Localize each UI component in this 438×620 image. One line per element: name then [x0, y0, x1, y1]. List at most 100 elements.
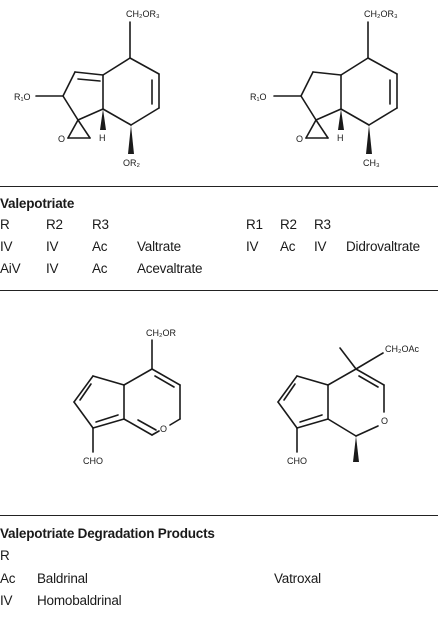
ring-bond [62, 71, 76, 97]
ring-bond [355, 368, 385, 386]
atom-label: H [99, 133, 106, 143]
ring-bond [102, 108, 132, 126]
atom-label: H [337, 133, 344, 143]
substituent-label: R₁O [14, 92, 31, 102]
wedge-bond [338, 109, 344, 130]
double-bond [77, 78, 101, 82]
vatroxal-structure: O CH₂OAc CHO [277, 344, 419, 466]
ring-bond [129, 57, 160, 75]
ring-bond [130, 107, 160, 126]
table-cell: AiV [0, 261, 21, 276]
column-header: R1 [246, 217, 263, 232]
compound-name: Didrovaltrate [346, 239, 420, 254]
ring-bond [340, 57, 369, 76]
column-header: R [0, 548, 10, 563]
compound-name: Homobaldrinal [37, 593, 122, 608]
ring-bond [300, 71, 314, 97]
ring-bond [73, 401, 94, 429]
ring-bond [327, 418, 357, 437]
atom-label: O [160, 424, 167, 434]
baldrinal-structure: O CH₂OR CHO [73, 328, 181, 466]
substituent-label: CH₃ [363, 158, 380, 168]
substituent-label: CHO [83, 456, 103, 466]
double-bond [299, 414, 323, 423]
table-cell: IV [314, 239, 327, 254]
wedge-bond [128, 125, 134, 154]
compound-name: Acevaltrate [137, 261, 203, 276]
ring-bond [123, 368, 153, 386]
ring-bond [77, 119, 91, 139]
ring-bond [151, 430, 160, 436]
divider [0, 515, 438, 516]
ring-bond [296, 418, 329, 429]
ring-bond [355, 425, 379, 437]
substituent-label: CH₂OR [146, 328, 176, 338]
ring-bond [67, 119, 79, 139]
table-cell: IV [46, 239, 59, 254]
ring-bond [169, 418, 181, 426]
ring-bond [315, 108, 342, 121]
substituent-label: CHO [287, 456, 307, 466]
substituent-label: CH₂OR₃ [364, 9, 398, 19]
table-cell: Ac [92, 261, 108, 276]
substituent-label: CH₂OAc [385, 344, 419, 354]
double-bond [283, 383, 296, 401]
column-header: R2 [280, 217, 297, 232]
ring-bond [277, 375, 298, 403]
section-title: Valepotriate [0, 196, 75, 211]
ring-bond [367, 57, 398, 75]
bond [355, 352, 384, 370]
double-bond [137, 419, 157, 431]
substituent-label: CH₂OR₃ [126, 9, 160, 19]
column-header: R3 [314, 217, 331, 232]
divider [0, 290, 438, 291]
double-bond [95, 414, 119, 423]
atom-label: O [381, 416, 388, 426]
ring-bond [92, 375, 125, 386]
table-cell: IV [46, 261, 59, 276]
atom-label: O [58, 134, 65, 144]
ring-bond [123, 418, 153, 436]
table-cell: Ac [0, 571, 16, 586]
bond [339, 347, 357, 370]
substituent-label: R₁O [250, 92, 267, 102]
ring-bond [305, 119, 317, 139]
ring-bond [62, 95, 79, 121]
ring-bond [340, 108, 370, 126]
didrovaltrate-structure: CH₂OR₃ R₁O O H CH₃ [250, 9, 398, 168]
table-cell: IV [0, 593, 13, 608]
column-header: R [0, 217, 10, 232]
table-cell: IV [0, 239, 13, 254]
compound-name: Vatroxal [274, 571, 321, 586]
compound-name: Valtrate [137, 239, 181, 254]
section-title: Valepotriate Degradation Products [0, 526, 215, 541]
ring-bond [327, 368, 357, 386]
table-cell: IV [246, 239, 259, 254]
wedge-bond [100, 109, 106, 130]
valtrate-structure: CH₂OR₃ R₁O O H OR₂ [14, 9, 160, 168]
ring-bond [277, 401, 298, 429]
double-bond [358, 375, 379, 388]
ring-bond [77, 108, 104, 121]
table-cell: Ac [92, 239, 108, 254]
ring-bond [368, 107, 398, 126]
ring-bond [92, 418, 125, 429]
double-bond [79, 383, 92, 401]
wedge-bond [353, 436, 359, 462]
atom-label: O [296, 134, 303, 144]
substituent-label: OR₂ [123, 158, 141, 168]
ring-bond [151, 368, 181, 386]
double-bond [154, 375, 175, 388]
compound-name: Baldrinal [37, 571, 88, 586]
divider [0, 186, 438, 187]
wedge-bond [366, 125, 372, 154]
ring-bond [74, 71, 104, 76]
column-header: R3 [92, 217, 109, 232]
ring-bond [102, 57, 131, 76]
ring-bond [296, 375, 329, 386]
ring-bond [73, 375, 94, 403]
ring-bond [315, 119, 329, 139]
column-header: R2 [46, 217, 63, 232]
table-cell: Ac [280, 239, 296, 254]
ring-bond [300, 95, 317, 121]
